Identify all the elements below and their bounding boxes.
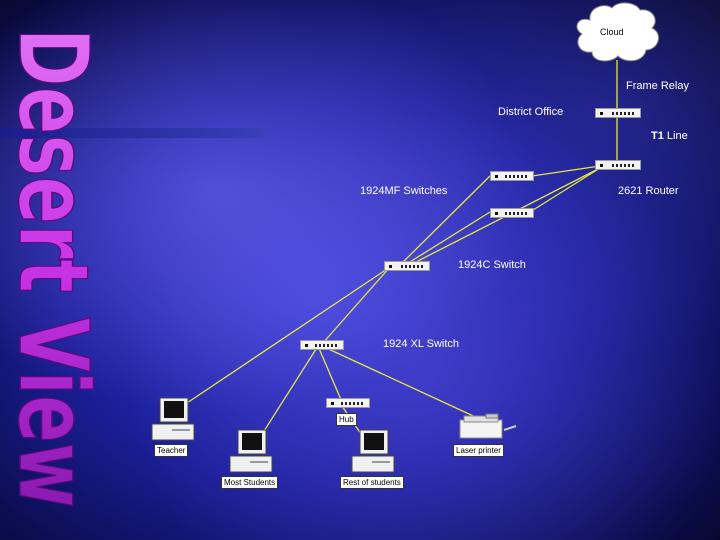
pc-rest-students-icon [351, 429, 395, 473]
cloud-label: Cloud [600, 27, 624, 37]
link-router-mf2 [529, 167, 601, 213]
pc-most-students-icon [229, 429, 273, 473]
switch-1924mf-1 [490, 171, 534, 181]
cloud-icon [576, 2, 660, 62]
district-office-label: District Office [498, 106, 564, 118]
rest-of-students-label: Rest of students [340, 476, 404, 489]
t1-line-rest: Line [663, 130, 688, 142]
hub-label: Hub [336, 413, 357, 426]
link-mf1-1924c [399, 175, 491, 266]
link-xl-hub [317, 345, 343, 403]
switch-1924mf-2 [490, 208, 534, 218]
link-router-mf1 [531, 165, 601, 177]
district-office-device [595, 108, 641, 118]
slide-title: Desert View [0, 0, 112, 540]
title-underline-bar [0, 128, 264, 138]
t1-line-label: T1 Line [651, 130, 688, 142]
title-text: Desert View [0, 28, 109, 508]
link-1924c-xl [321, 266, 391, 345]
switch-1924xl [300, 340, 344, 350]
most-students-label: Most Students [221, 476, 279, 489]
laser-printer-label: Laser printer [453, 444, 504, 457]
switch-1924xl-label: 1924 XL Switch [383, 338, 460, 350]
laser-printer-icon [459, 413, 517, 439]
pc-teacher-icon [151, 397, 195, 441]
link-1924c-teacher [171, 266, 391, 414]
link-xl-printer [321, 345, 483, 421]
hub-device [326, 398, 370, 408]
title-vertical-text: Desert View [0, 27, 110, 509]
router-label: 2621 Router [618, 185, 679, 197]
teacher-label: Teacher [154, 444, 189, 457]
link-mf2-1924c [404, 211, 491, 266]
router-2621-device [595, 160, 641, 170]
network-links [171, 60, 618, 451]
t1-line-bold: T1 [651, 130, 664, 142]
switches-1924mf-label: 1924MF Switches [360, 185, 448, 197]
frame-relay-label: Frame Relay [626, 80, 689, 92]
switch-1924c [384, 261, 430, 271]
switch-1924c-label: 1924C Switch [458, 259, 526, 271]
